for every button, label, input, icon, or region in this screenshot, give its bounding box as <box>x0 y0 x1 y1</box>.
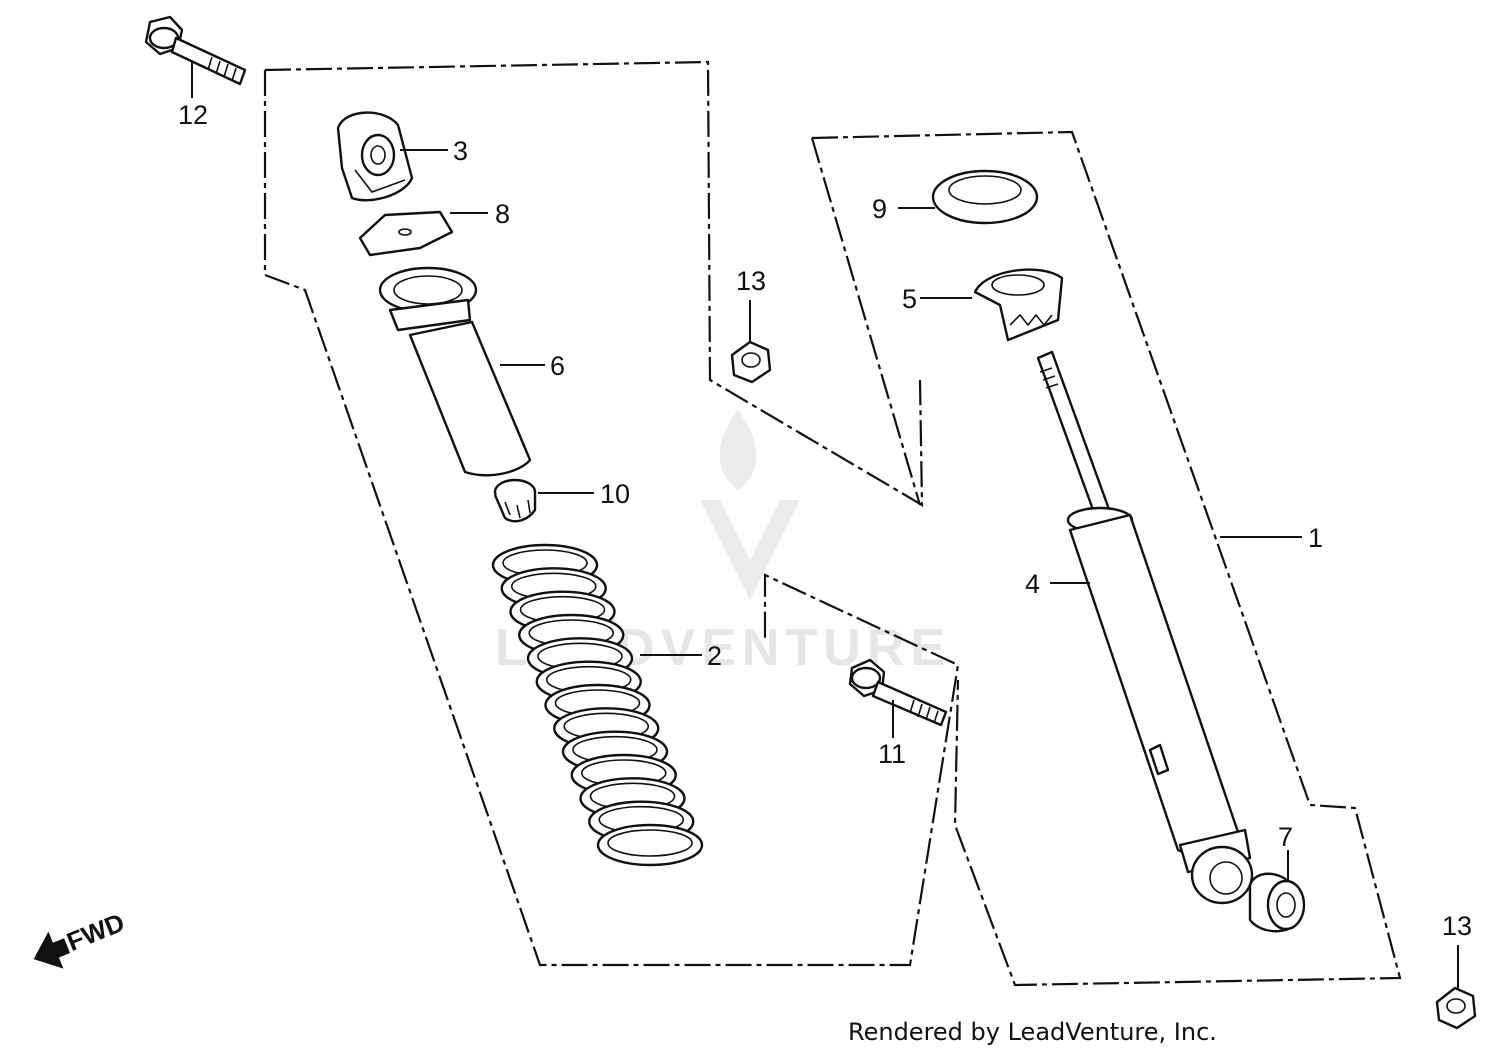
bushing-7[interactable] <box>1248 872 1306 933</box>
plate-8[interactable] <box>358 210 454 257</box>
callout-11: 11 <box>878 739 906 769</box>
callout-4: 4 <box>1025 569 1040 599</box>
rendered-by-credit: Rendered by LeadVenture, Inc. <box>848 1018 1217 1046</box>
dust-boot-6[interactable] <box>378 266 532 477</box>
upper-mount-3[interactable] <box>336 111 414 202</box>
callout-10: 10 <box>600 479 630 509</box>
callout-12: 12 <box>178 100 208 130</box>
group-outline-left <box>263 60 960 967</box>
callout-8: 8 <box>495 199 510 229</box>
bolt-12[interactable] <box>144 15 247 98</box>
nut-13-lower[interactable] <box>1435 986 1477 1030</box>
nut-13-upper[interactable] <box>730 340 772 384</box>
callout-6: 6 <box>550 351 565 381</box>
lock-collar-5[interactable] <box>973 268 1064 342</box>
spring-coil-inner <box>607 829 693 857</box>
fwd-arrow-icon: FWD <box>33 907 129 969</box>
bolt-11[interactable] <box>848 658 948 727</box>
callout-3: 3 <box>453 136 468 166</box>
fwd-label: FWD <box>63 907 129 957</box>
spring-seat-9[interactable] <box>931 169 1039 225</box>
damper-4[interactable] <box>1036 350 1254 905</box>
callout-13-upper: 13 <box>736 266 766 296</box>
callout-13-lower: 13 <box>1442 911 1472 941</box>
group-outline-right <box>810 130 1402 987</box>
bump-stop-10[interactable] <box>493 478 537 523</box>
callout-7: 7 <box>1278 822 1293 852</box>
callout-1: 1 <box>1308 523 1323 553</box>
callout-2: 2 <box>707 641 722 671</box>
callout-5: 5 <box>902 284 917 314</box>
callout-9: 9 <box>872 194 887 224</box>
spring-coil <box>596 823 704 867</box>
coil-spring-2[interactable] <box>491 543 704 867</box>
